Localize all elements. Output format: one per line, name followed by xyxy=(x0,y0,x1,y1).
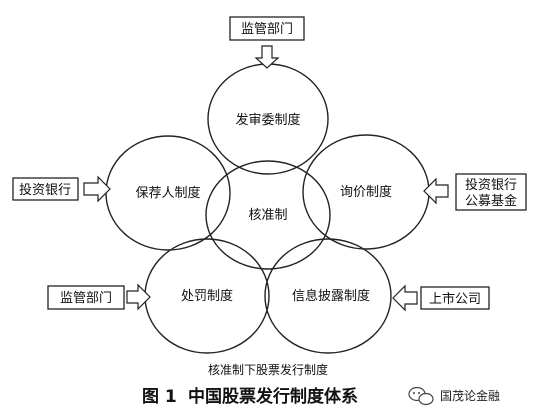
review-committee-label: 发审委制度 xyxy=(235,112,300,128)
listed-company-text: 上市公司 xyxy=(429,291,481,307)
watermark-text: 国茂论金融 xyxy=(440,388,500,403)
bottom-regulator-text: 监管部门 xyxy=(60,291,112,306)
sub-caption: 核准制下股票发行制度 xyxy=(208,362,328,377)
left-bank-box: 投资银行 xyxy=(12,177,79,201)
figure-title: 中国股票发行制度体系 xyxy=(188,386,358,407)
top-regulator-text: 监管部门 xyxy=(241,22,293,37)
disclosure-label: 信息披露制度 xyxy=(292,288,370,304)
down-arrow-icon xyxy=(254,45,280,69)
wechat-logo-icon xyxy=(408,386,434,406)
right-arrow-icon xyxy=(126,283,151,311)
figure-number: 图 1 xyxy=(142,387,177,407)
top-regulator-box: 监管部门 xyxy=(229,16,305,41)
listed-company-box: 上市公司 xyxy=(420,286,490,310)
left-bank-text: 投资银行 xyxy=(19,182,71,198)
left-arrow-icon xyxy=(392,284,418,312)
penalty-label: 处罚制度 xyxy=(181,288,233,304)
circle-disclosure xyxy=(264,238,392,354)
right-arrow-icon xyxy=(83,175,111,203)
right-bank-text: 投资银行 xyxy=(465,177,517,193)
approval-label: 核准制 xyxy=(248,208,287,223)
circle-approval xyxy=(205,160,331,270)
bottom-regulator-box: 监管部门 xyxy=(47,285,125,310)
right-investor-box: 投资银行 公募基金 xyxy=(455,173,527,211)
left-arrow-icon xyxy=(423,177,449,205)
inquiry-label: 询价制度 xyxy=(340,184,392,200)
public-fund-text: 公募基金 xyxy=(465,193,517,209)
sponsor-label: 保荐人制度 xyxy=(135,185,200,201)
